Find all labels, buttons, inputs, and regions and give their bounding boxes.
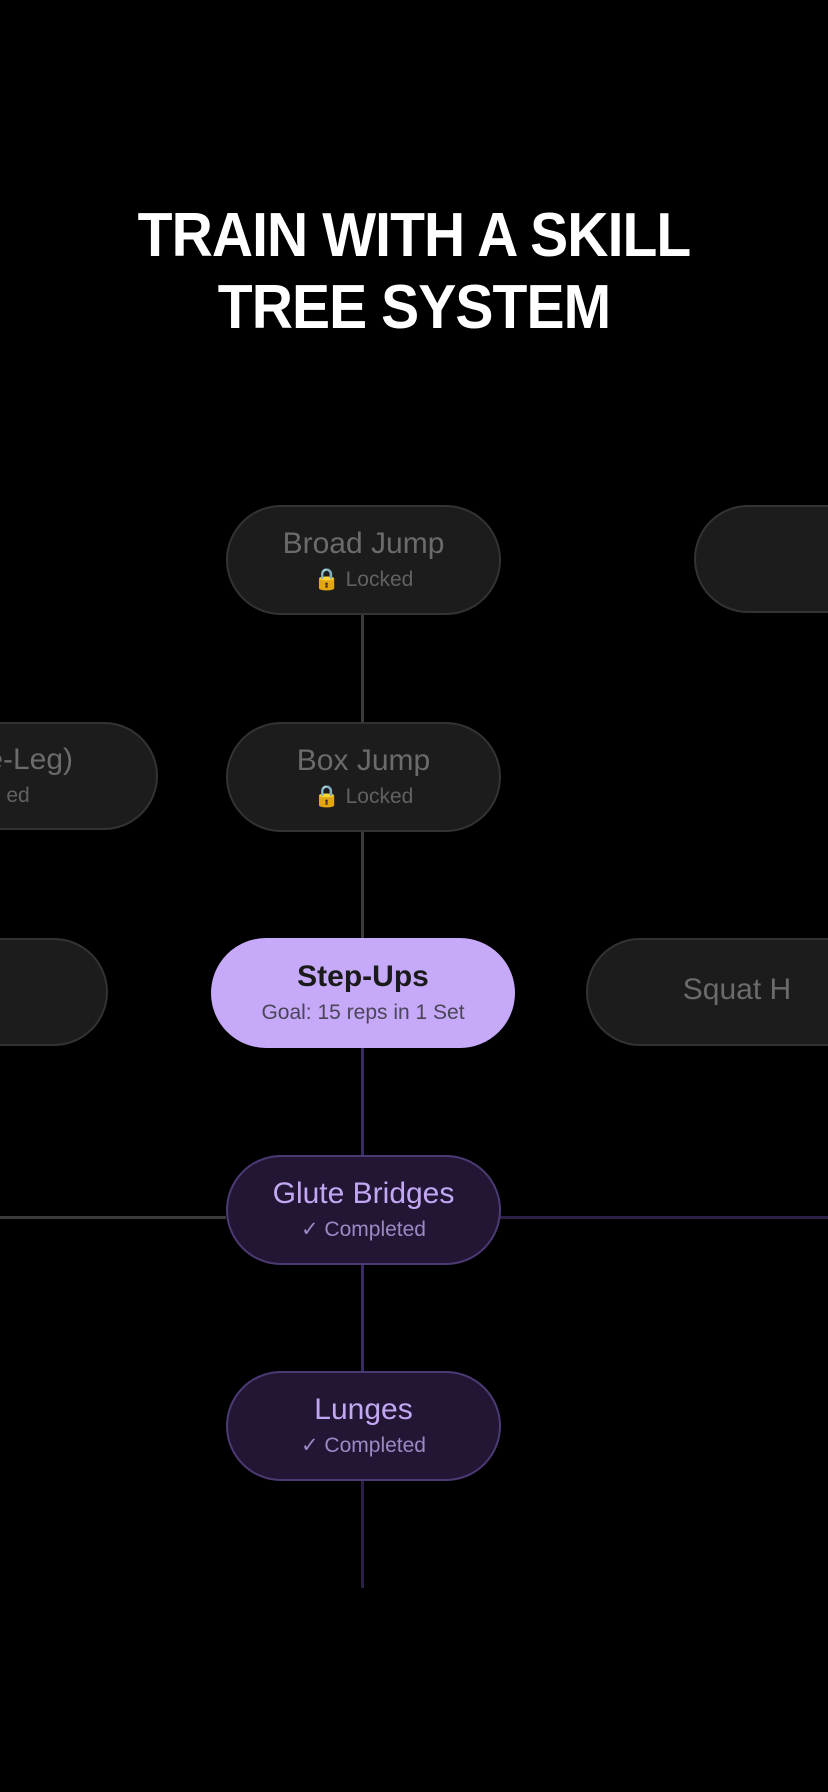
skill-node-top-right-clipped[interactable]	[694, 505, 828, 613]
skill-node-squat-hold-clipped[interactable]: Squat H	[586, 938, 828, 1046]
skill-node-glute-bridges[interactable]: Glute Bridges ✓ Completed	[226, 1155, 501, 1265]
skill-node-title: gle-Leg)	[0, 743, 74, 776]
skill-node-box-jump[interactable]: Box Jump 🔒 Locked	[226, 722, 501, 832]
skill-node-title: Squat H	[682, 973, 792, 1006]
skill-node-status: ed	[6, 784, 30, 807]
connector-glutebridges-left	[0, 1216, 226, 1219]
skill-node-broad-jump[interactable]: Broad Jump 🔒 Locked	[226, 505, 501, 615]
skill-node-status: ✓ Completed	[301, 1434, 426, 1457]
skill-node-status: 🔒 Locked	[313, 785, 414, 808]
skill-node-single-leg-clipped[interactable]: gle-Leg) ed	[0, 722, 158, 830]
skill-node-step-ups[interactable]: Step-Ups Goal: 15 reps in 1 Set	[211, 938, 515, 1048]
skill-node-status: ✓ Completed	[301, 1218, 426, 1241]
skill-node-lunges[interactable]: Lunges ✓ Completed	[226, 1371, 501, 1481]
skill-node-title: Broad Jump	[282, 527, 445, 560]
page-title: TRAIN WITH A SKILL TREE SYSTEM	[33, 200, 795, 344]
skill-node-status: 🔒 Locked	[313, 568, 414, 591]
page-title-line-1: TRAIN WITH A SKILL	[137, 201, 692, 270]
skill-node-title: Step-Ups	[297, 960, 429, 993]
skill-node-title: Box Jump	[296, 744, 431, 777]
skill-node-title: Glute Bridges	[272, 1177, 455, 1210]
connector-glutebridges-lunges	[361, 1262, 364, 1374]
connector-glutebridges-right	[500, 1216, 828, 1219]
page-title-line-2: TREE SYSTEM	[217, 273, 611, 342]
connector-lunges-down	[361, 1478, 364, 1588]
skill-node-hold-clipped[interactable]: it ed	[0, 938, 108, 1046]
skill-node-title: Lunges	[314, 1393, 413, 1426]
connector-boxjump-stepups	[361, 830, 364, 940]
skill-node-goal: Goal: 15 reps in 1 Set	[261, 1001, 465, 1024]
connector-broadjump-boxjump	[361, 613, 364, 723]
connector-stepups-glutebridges	[361, 1046, 364, 1158]
